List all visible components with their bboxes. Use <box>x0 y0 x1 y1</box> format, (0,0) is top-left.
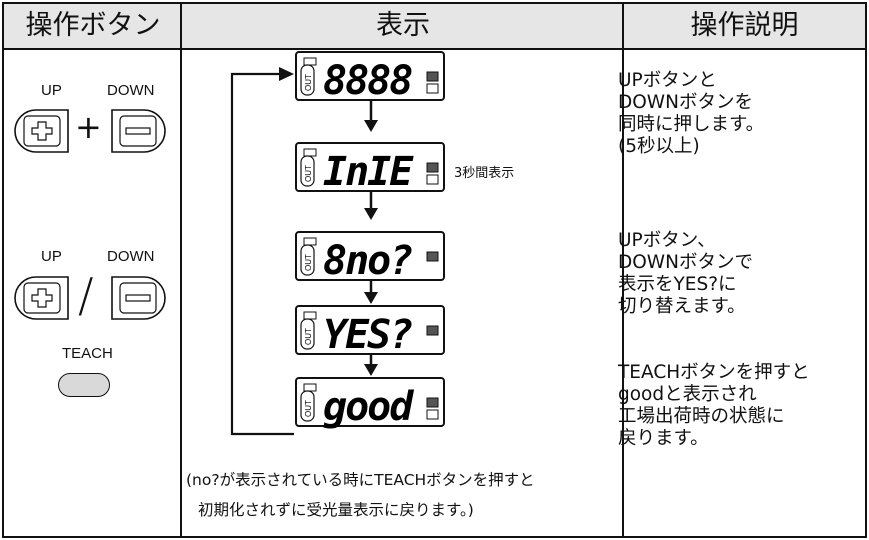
out-indicator: OUT <box>304 400 313 417</box>
description-step3: TEACHボタンを押すと goodと表示され 工場出荷時の状態に 戻ります。 <box>618 362 810 449</box>
up-label-1: UP <box>41 82 62 99</box>
loop-back-arrow <box>230 72 294 436</box>
plus-icon <box>31 288 53 308</box>
footnote-line1: (no?が表示されている時にTEACHボタンを押すと <box>186 471 535 489</box>
display-step2: InIE <box>323 149 414 195</box>
display-panel-5: OUT good <box>295 377 445 430</box>
display-panel-1: OUT 8888 <box>295 51 445 104</box>
display-flow-diagram: OUT 8888 OUT InIE OUT 8no? OUT YES? OU <box>230 51 445 436</box>
down-label-2: DOWN <box>107 248 155 265</box>
display-panel-4: OUT YES? <box>295 305 445 358</box>
display-duration-note: 3秒間表示 <box>454 166 515 181</box>
column-divider <box>180 4 182 536</box>
column-divider <box>622 4 624 536</box>
display-step4: YES? <box>323 312 412 358</box>
out-indicator: OUT <box>304 165 313 182</box>
display-panel-2: OUT InIE <box>295 142 445 195</box>
header-operation-button: 操作ボタン <box>4 4 182 50</box>
down-label-1: DOWN <box>107 82 155 99</box>
description-step1: UPボタンと DOWNボタンを 同時に押します。 (5秒以上) <box>618 70 765 157</box>
plus-separator: + <box>75 108 102 146</box>
teach-label: TEACH <box>62 345 113 362</box>
up-down-simultaneous-buttons <box>14 109 166 153</box>
up-or-down-buttons <box>14 276 166 320</box>
header-description: 操作説明 <box>624 4 865 50</box>
minus-icon <box>125 294 151 302</box>
display-step1: 8888 <box>323 58 412 104</box>
out-indicator: OUT <box>304 328 313 345</box>
teach-button[interactable] <box>58 373 110 397</box>
display-step3: 8no? <box>323 238 412 284</box>
footnote-line2: 初期化されずに受光量表示に戻ります。) <box>198 501 474 519</box>
down-arrows <box>364 100 378 376</box>
out-indicator: OUT <box>304 254 313 271</box>
slash-separator: / <box>78 268 94 322</box>
plus-icon <box>31 121 53 141</box>
display-panel-3: OUT 8no? <box>295 231 445 284</box>
minus-icon <box>125 127 151 135</box>
description-step2: UPボタン、 DOWNボタンで 表示をYES?に 切り替えます。 <box>618 230 753 317</box>
loop-arrowhead <box>279 67 294 81</box>
out-indicator: OUT <box>304 74 313 91</box>
header-display: 表示 <box>182 4 624 50</box>
display-step5: good <box>323 384 414 430</box>
up-label-2: UP <box>41 248 62 265</box>
